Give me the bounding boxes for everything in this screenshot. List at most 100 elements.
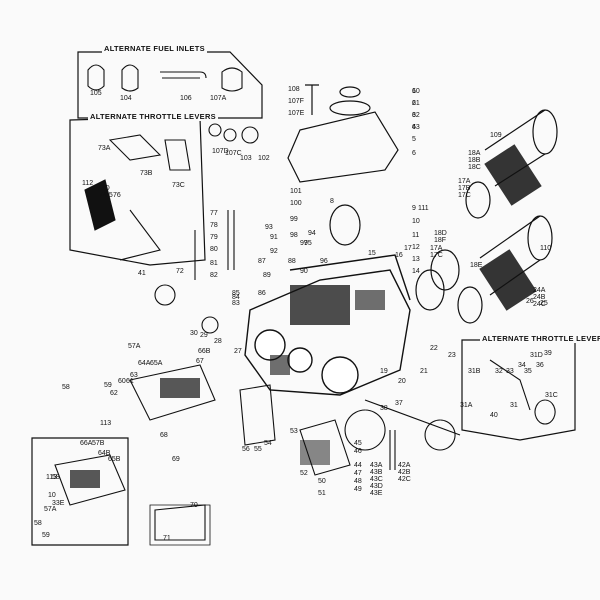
part-number-label: 113 bbox=[46, 474, 58, 481]
alternate-cover-frame bbox=[31, 437, 129, 546]
part-number-label: 107E bbox=[288, 110, 305, 117]
part-number-label: 66B bbox=[198, 348, 211, 355]
part-number-label: 44 bbox=[354, 462, 362, 469]
part-number-label: 104 bbox=[120, 95, 132, 102]
part-number-label: 59 bbox=[104, 382, 112, 389]
part-number-label: 38 bbox=[380, 405, 388, 412]
part-number-label: 100 bbox=[290, 200, 302, 207]
part-number-label: 59 bbox=[42, 532, 50, 539]
part-number-label: 5 bbox=[412, 136, 416, 143]
part-number-label: 60 bbox=[412, 88, 420, 95]
part-number-label: 101 bbox=[290, 188, 302, 195]
part-number-label: 31 bbox=[510, 402, 518, 409]
part-number-label: 74 bbox=[99, 192, 107, 199]
part-number-label: 12 bbox=[412, 244, 420, 251]
part-number-label: 4 bbox=[412, 124, 416, 131]
part-number-label: 94 bbox=[308, 230, 316, 237]
part-number-label: 10 bbox=[412, 218, 420, 225]
part-number-label: 46 bbox=[354, 448, 362, 455]
part-number-label: 42A 42B 42C bbox=[398, 462, 411, 483]
part-number-label: 57A bbox=[128, 343, 141, 350]
part-number-label: 57A bbox=[44, 506, 57, 513]
part-number-label: 20 bbox=[398, 378, 406, 385]
part-number-label: 84 bbox=[232, 294, 240, 301]
part-number-label: 16 bbox=[395, 252, 403, 259]
part-number-label: 17A 17C bbox=[430, 245, 443, 259]
part-number-label: 73D bbox=[97, 185, 110, 192]
part-number-label: 81 bbox=[210, 260, 218, 267]
part-number-label: 88 bbox=[288, 258, 296, 265]
part-number-label: 62 bbox=[412, 112, 420, 119]
part-number-label: 103 bbox=[240, 155, 252, 162]
part-number-label: 31D bbox=[530, 352, 543, 359]
part-number-label: 19 bbox=[380, 368, 388, 375]
part-number-label: 107C bbox=[225, 150, 242, 157]
fuel-inlets-frame bbox=[77, 51, 263, 119]
part-number-label: 52 bbox=[300, 470, 308, 477]
part-number-label: 6 bbox=[412, 150, 416, 157]
part-number-label: 69 bbox=[172, 456, 180, 463]
part-number-label: 31C bbox=[545, 392, 558, 399]
part-number-label: 92 bbox=[270, 248, 278, 255]
part-number-label: 110 bbox=[540, 245, 552, 252]
part-number-label: 49 bbox=[354, 486, 362, 493]
part-number-label: 14 bbox=[412, 268, 420, 275]
part-number-label: 57B bbox=[92, 440, 105, 447]
part-number-label: 65A bbox=[150, 360, 163, 367]
part-number-label: 24A 24B 24C bbox=[533, 287, 546, 308]
part-number-label: 33 bbox=[506, 368, 514, 375]
part-number-label: 26 bbox=[526, 298, 534, 305]
part-number-label: 28 bbox=[214, 338, 222, 345]
part-number-label: 106 bbox=[180, 95, 192, 102]
part-number-label: 21 bbox=[420, 368, 428, 375]
part-number-label: 107D bbox=[212, 148, 229, 155]
part-number-label: 105 bbox=[90, 90, 102, 97]
part-number-label: 78 bbox=[210, 222, 218, 229]
part-number-label: 25 bbox=[540, 300, 548, 307]
part-number-label: 95 bbox=[304, 240, 312, 247]
part-number-label: 96 bbox=[320, 258, 328, 265]
part-number-label: 86 bbox=[258, 290, 266, 297]
part-number-label: 58 bbox=[62, 384, 70, 391]
part-number-label: 112 bbox=[82, 180, 94, 187]
part-number-label: 64B bbox=[98, 450, 111, 457]
part-number-label: 53 bbox=[290, 428, 298, 435]
throttle-levers-right-frame bbox=[461, 339, 576, 441]
part-number-label: 51 bbox=[318, 490, 326, 497]
part-number-label: 64A bbox=[138, 360, 151, 367]
part-number-label: 60 bbox=[118, 378, 126, 385]
part-number-label: 113 bbox=[100, 420, 112, 427]
part-number-label: 31B bbox=[468, 368, 481, 375]
part-number-label: 68 bbox=[160, 432, 168, 439]
part-number-label: 50 bbox=[318, 478, 326, 485]
part-number-label: 61 bbox=[412, 100, 420, 107]
part-number-label: 62 bbox=[110, 390, 118, 397]
part-number-label: 18A 18B 18C bbox=[468, 150, 481, 171]
part-number-label: 102 bbox=[258, 155, 270, 162]
part-number-label: 83 bbox=[232, 300, 240, 307]
part-number-label: 107A bbox=[210, 95, 227, 102]
part-number-label: 35 bbox=[524, 368, 532, 375]
part-number-label: 9 bbox=[412, 205, 416, 212]
part-number-label: 47 bbox=[354, 470, 362, 477]
part-number-label: 67 bbox=[196, 358, 204, 365]
part-number-label: 11 bbox=[412, 232, 420, 239]
part-number-label: 75 bbox=[105, 192, 113, 199]
part-number-label: 82 bbox=[210, 272, 218, 279]
part-number-label: 8 bbox=[330, 198, 334, 205]
part-number-label: 27 bbox=[234, 348, 242, 355]
part-number-label: 97 bbox=[300, 240, 308, 247]
part-number-label: 73C bbox=[172, 182, 185, 189]
part-number-label: 65B bbox=[108, 456, 121, 463]
part-number-label: 55 bbox=[254, 446, 262, 453]
part-number-label: 31A bbox=[460, 402, 473, 409]
part-number-label: 109 bbox=[490, 132, 502, 139]
part-number-label: 45 bbox=[354, 440, 362, 447]
part-number-label: 1 bbox=[412, 88, 416, 95]
part-number-label: 93 bbox=[265, 224, 273, 231]
part-number-label: 73B bbox=[140, 170, 153, 177]
part-number-label: 73A bbox=[98, 145, 111, 152]
part-number-label: 2 bbox=[412, 100, 416, 107]
